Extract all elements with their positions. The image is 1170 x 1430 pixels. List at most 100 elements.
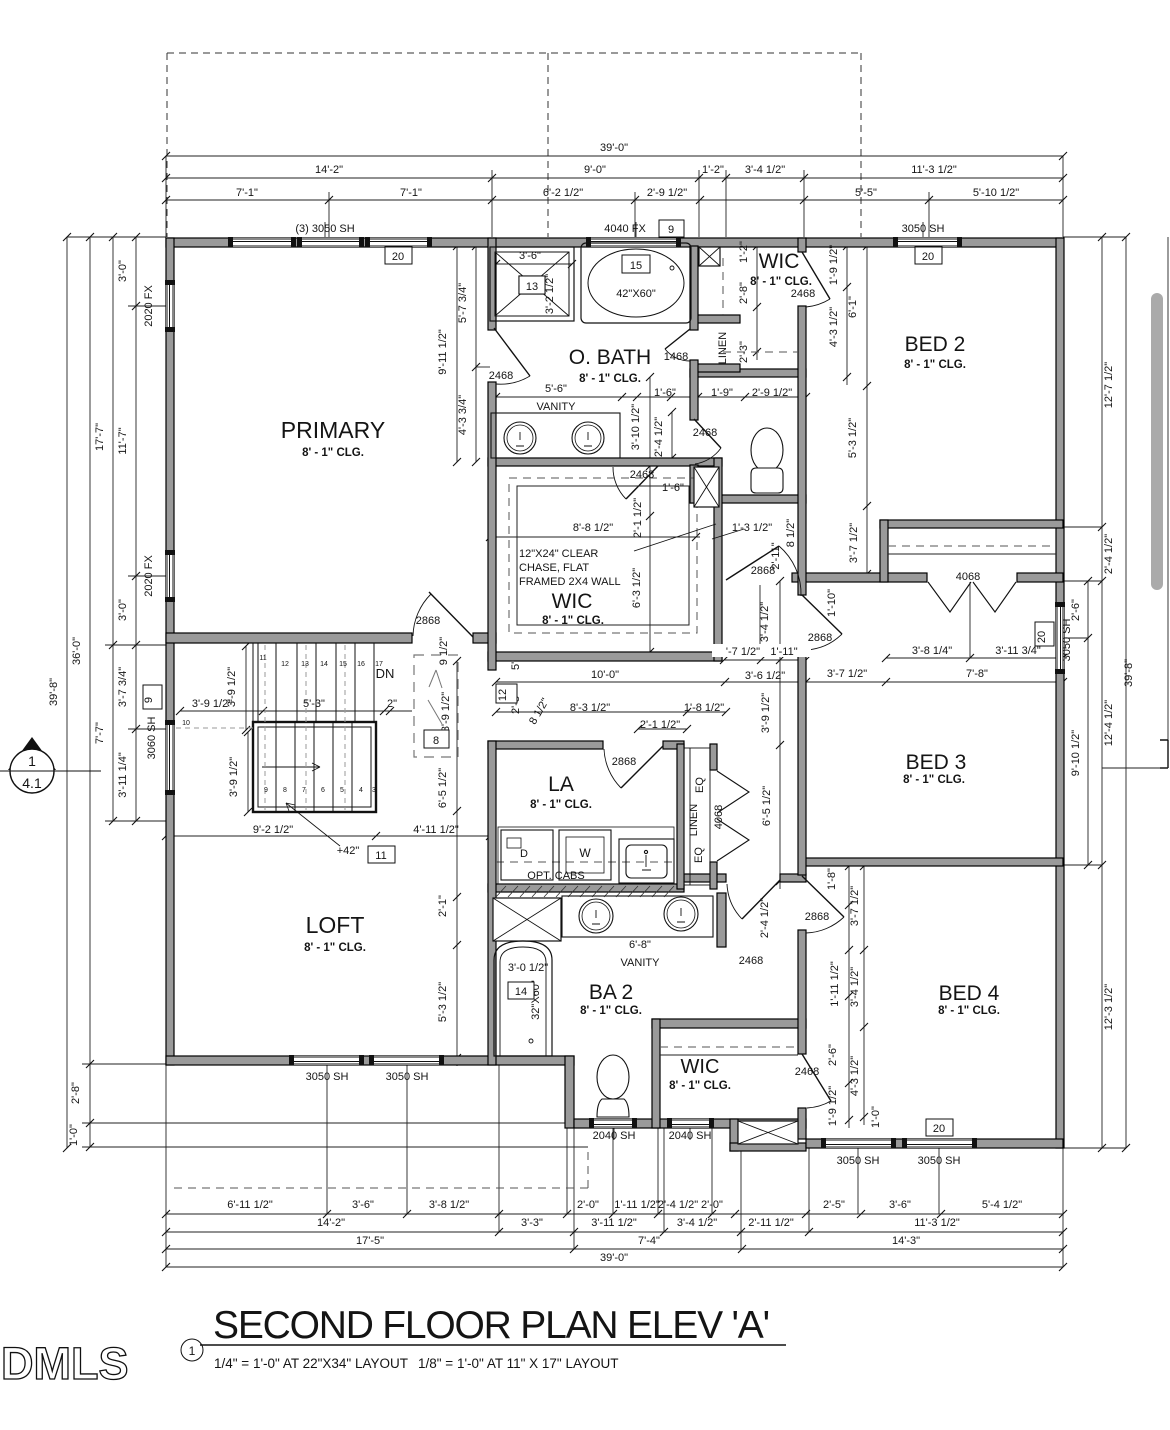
svg-text:4'-3 1/2": 4'-3 1/2" bbox=[849, 1056, 861, 1096]
svg-text:17'-5": 17'-5" bbox=[356, 1235, 384, 1247]
svg-text:2'-9 1/2": 2'-9 1/2" bbox=[752, 387, 792, 399]
svg-text:2'-3": 2'-3" bbox=[738, 341, 750, 363]
svg-text:2868: 2868 bbox=[751, 565, 775, 577]
svg-text:4'-3 3/4": 4'-3 3/4" bbox=[457, 395, 469, 435]
svg-text:2020 FX: 2020 FX bbox=[143, 555, 155, 597]
svg-text:2868: 2868 bbox=[612, 756, 636, 768]
svg-text:2468: 2468 bbox=[795, 1066, 819, 1078]
svg-text:1'-3 1/2": 1'-3 1/2" bbox=[732, 522, 772, 534]
svg-text:11: 11 bbox=[259, 655, 266, 662]
svg-text:WIC: WIC bbox=[552, 590, 593, 613]
svg-text:WIC: WIC bbox=[759, 250, 800, 273]
svg-text:8' - 1" CLG.: 8' - 1" CLG. bbox=[542, 615, 604, 627]
svg-text:DMLS: DMLS bbox=[1, 1338, 129, 1389]
svg-text:3'-4 1/2": 3'-4 1/2" bbox=[759, 602, 771, 642]
svg-text:FRAMED 2X4 WALL: FRAMED 2X4 WALL bbox=[519, 576, 621, 588]
svg-text:6'-3 1/2": 6'-3 1/2" bbox=[631, 568, 643, 608]
svg-text:17'-7": 17'-7" bbox=[94, 423, 106, 451]
svg-text:2040 SH: 2040 SH bbox=[669, 1130, 712, 1142]
svg-text:5'-5": 5'-5" bbox=[855, 187, 877, 199]
svg-text:20: 20 bbox=[392, 251, 404, 263]
svg-text:1'-11": 1'-11" bbox=[770, 646, 797, 658]
svg-text:SECOND FLOOR PLAN ELEV 'A': SECOND FLOOR PLAN ELEV 'A' bbox=[213, 1304, 769, 1347]
svg-text:LINEN: LINEN bbox=[688, 804, 700, 836]
svg-text:2'-4 1/2": 2'-4 1/2" bbox=[658, 1199, 698, 1211]
svg-text:3'-6": 3'-6" bbox=[519, 250, 541, 262]
svg-text:1'-9": 1'-9" bbox=[711, 387, 733, 399]
svg-text:2'-4 1/2": 2'-4 1/2" bbox=[653, 417, 665, 457]
svg-text:3050 SH: 3050 SH bbox=[386, 1071, 429, 1083]
svg-text:8' - 1" CLG.: 8' - 1" CLG. bbox=[304, 942, 366, 954]
svg-text:1'-8 1/2": 1'-8 1/2" bbox=[684, 702, 724, 714]
svg-text:11'-7": 11'-7" bbox=[117, 427, 129, 454]
svg-text:LOFT: LOFT bbox=[306, 912, 365, 938]
svg-text:20: 20 bbox=[1036, 631, 1048, 643]
svg-text:3060 SH: 3060 SH bbox=[146, 717, 158, 760]
svg-text:4040 FX: 4040 FX bbox=[604, 223, 646, 235]
svg-text:BED 4: BED 4 bbox=[939, 982, 1000, 1005]
svg-text:6'-5 1/2": 6'-5 1/2" bbox=[761, 786, 773, 826]
svg-text:2'-5": 2'-5" bbox=[823, 1199, 845, 1211]
svg-text:2468: 2468 bbox=[489, 370, 513, 382]
svg-text:1468: 1468 bbox=[664, 351, 688, 363]
svg-text:2868: 2868 bbox=[808, 632, 832, 644]
svg-text:6'-5 1/2": 6'-5 1/2" bbox=[437, 768, 449, 808]
svg-text:2'-1": 2'-1" bbox=[437, 895, 449, 917]
svg-text:5": 5" bbox=[510, 660, 522, 670]
svg-text:BED 2: BED 2 bbox=[905, 333, 966, 356]
svg-text:20: 20 bbox=[922, 251, 934, 263]
svg-text:39'-8": 39'-8" bbox=[1123, 659, 1135, 687]
svg-text:15: 15 bbox=[630, 260, 642, 272]
svg-text:1'-2": 1'-2" bbox=[702, 164, 724, 176]
svg-text:1'-0": 1'-0" bbox=[870, 1106, 882, 1128]
svg-text:3'-0 1/2": 3'-0 1/2" bbox=[508, 962, 548, 974]
svg-text:3'-4 1/2": 3'-4 1/2" bbox=[677, 1217, 717, 1229]
svg-text:D: D bbox=[520, 848, 528, 860]
svg-text:2'-11": 2'-11" bbox=[770, 542, 782, 569]
svg-text:12'-3 1/2": 12'-3 1/2" bbox=[1103, 984, 1115, 1030]
svg-text:2'-1 1/2": 2'-1 1/2" bbox=[640, 719, 680, 731]
svg-text:EQ: EQ bbox=[693, 847, 705, 863]
svg-text:VANITY: VANITY bbox=[621, 957, 661, 969]
svg-text:LA: LA bbox=[548, 773, 574, 796]
svg-text:12'-7 1/2": 12'-7 1/2" bbox=[1103, 362, 1115, 408]
svg-text:5'-3": 5'-3" bbox=[303, 698, 325, 710]
svg-text:3'-6": 3'-6" bbox=[889, 1199, 911, 1211]
svg-text:2468: 2468 bbox=[791, 288, 815, 300]
svg-text:5'-6": 5'-6" bbox=[545, 383, 567, 395]
svg-text:9: 9 bbox=[264, 787, 268, 794]
svg-text:EQ: EQ bbox=[694, 777, 706, 793]
svg-text:PRIMARY: PRIMARY bbox=[281, 417, 385, 443]
svg-text:3050 SH: 3050 SH bbox=[902, 223, 945, 235]
svg-text:3'-8 1/4": 3'-8 1/4" bbox=[912, 645, 952, 657]
svg-text:13: 13 bbox=[301, 661, 309, 668]
svg-text:1: 1 bbox=[28, 753, 36, 769]
svg-text:3'-8 1/2": 3'-8 1/2" bbox=[429, 1199, 469, 1211]
svg-text:39'-0": 39'-0" bbox=[600, 1252, 628, 1264]
svg-text:BED 3: BED 3 bbox=[906, 751, 967, 774]
svg-text:3'-6": 3'-6" bbox=[352, 1199, 374, 1211]
svg-text:3'-7 3/4": 3'-7 3/4" bbox=[117, 667, 129, 707]
svg-text:14'-2": 14'-2" bbox=[317, 1217, 345, 1229]
svg-text:3'-9 1/2": 3'-9 1/2" bbox=[192, 698, 232, 710]
svg-text:7'-1": 7'-1" bbox=[400, 187, 422, 199]
svg-text:1'-11 1/2": 1'-11 1/2" bbox=[829, 961, 841, 1007]
svg-text:11'-3 1/2": 11'-3 1/2" bbox=[914, 1217, 960, 1229]
svg-text:39'-8": 39'-8" bbox=[48, 678, 60, 706]
svg-text:2868: 2868 bbox=[416, 615, 440, 627]
svg-text:1'-11 1/2": 1'-11 1/2" bbox=[614, 1199, 660, 1211]
svg-text:OPT. CABS: OPT. CABS bbox=[527, 870, 584, 882]
svg-text:7: 7 bbox=[302, 787, 306, 794]
svg-text:DN: DN bbox=[376, 666, 395, 681]
svg-text:5'-4 1/2": 5'-4 1/2" bbox=[982, 1199, 1022, 1211]
svg-text:14'-2": 14'-2" bbox=[315, 164, 343, 176]
svg-text:2'-0": 2'-0" bbox=[577, 1199, 599, 1211]
svg-text:39'-0": 39'-0" bbox=[600, 142, 628, 154]
svg-text:3050 SH: 3050 SH bbox=[837, 1155, 880, 1167]
svg-text:4'-3 1/2": 4'-3 1/2" bbox=[828, 307, 840, 347]
svg-text:12: 12 bbox=[281, 661, 289, 668]
svg-text:9'-0": 9'-0" bbox=[584, 164, 606, 176]
svg-text:3'-11 1/2": 3'-11 1/2" bbox=[591, 1217, 637, 1229]
svg-text:VANITY: VANITY bbox=[537, 401, 577, 413]
svg-text:W: W bbox=[579, 846, 591, 860]
